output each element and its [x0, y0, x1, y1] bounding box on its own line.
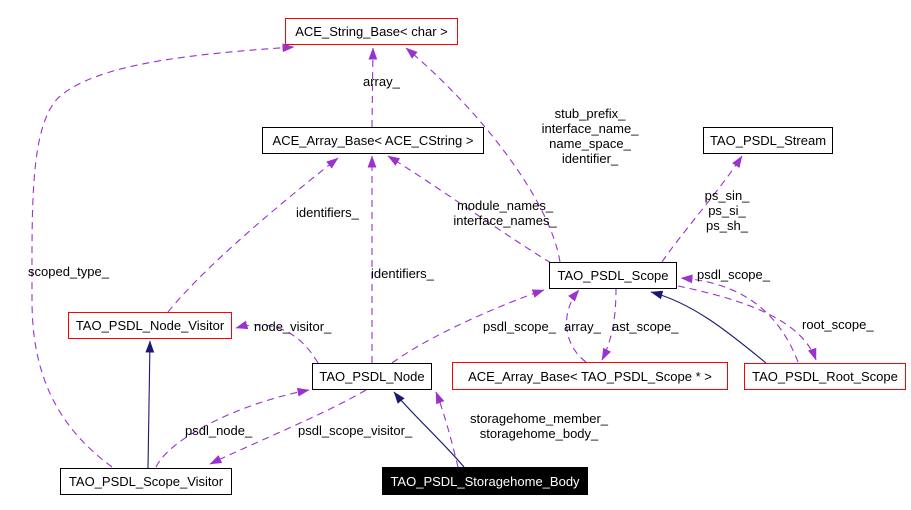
edge-ps-stream [661, 155, 743, 263]
edge-inherit-storagehome [393, 391, 465, 468]
edge-label-psdl-scope-right: psdl_scope_ [697, 267, 770, 282]
edge-scoped-type [31, 43, 295, 468]
edge-psdl-scope-visitor [209, 389, 367, 465]
edge-label-module-group: module_names_ interface_names_ [453, 198, 557, 228]
edge-inherit-root-scope [650, 290, 767, 364]
edge-ast-scope [601, 287, 617, 361]
edge-module-names [387, 155, 552, 264]
edge-array-to-string [368, 47, 378, 128]
edge-label-psdl-scope-visitor: psdl_scope_visitor_ [298, 423, 413, 438]
edge-label-identifiers-upper: identifiers_ [296, 205, 359, 220]
edge-label-psdl-node: psdl_node_ [185, 423, 253, 438]
class-node-tao-psdl-node-visitor[interactable]: TAO_PSDL_Node_Visitor [68, 312, 232, 339]
edge-label-psdl-scope-mid: psdl_scope_ [483, 319, 556, 334]
edge-label-scoped-type: scoped_type_ [28, 264, 109, 279]
edge-label-ast-scope: ast_scope_ [612, 319, 679, 334]
edge-psdl-node [155, 387, 310, 468]
edge-label-stub-group: stub_prefix_ interface_name_ name_space_… [541, 106, 639, 166]
edge-stub-prefix [405, 47, 561, 263]
edge-label-node-visitor: node_visitor_ [254, 319, 332, 334]
edge-label-root-scope: root_scope_ [802, 317, 874, 332]
edge-psdl-scope-node [391, 289, 545, 364]
class-node-tao-psdl-stream[interactable]: TAO_PSDL_Stream [703, 127, 833, 154]
edge-psdl-scope-right [680, 274, 799, 363]
class-node-ace-array-base-cstring[interactable]: ACE_Array_Base< ACE_CString > [262, 127, 484, 154]
edge-label-storagehome-group: storagehome_member_ storagehome_body_ [469, 411, 609, 441]
edge-storagehome [435, 391, 459, 468]
class-node-ace-string-base[interactable]: ACE_String_Base< char > [285, 18, 458, 45]
class-node-tao-psdl-scope[interactable]: TAO_PSDL_Scope [549, 262, 677, 289]
class-node-tao-psdl-root-scope[interactable]: TAO_PSDL_Root_Scope [744, 363, 906, 390]
class-node-ace-array-base-scope[interactable]: ACE_Array_Base< TAO_PSDL_Scope * > [452, 362, 728, 390]
class-node-tao-psdl-scope-visitor[interactable]: TAO_PSDL_Scope_Visitor [60, 468, 232, 495]
class-node-tao-psdl-storagehome-body[interactable]: TAO_PSDL_Storagehome_Body [382, 467, 588, 495]
edge-root-scope [677, 285, 817, 361]
edge-node-visitor [235, 320, 319, 364]
edge-inherit-scope-visitor [145, 340, 155, 469]
edge-label-ps-group: ps_sin_ ps_si_ ps_sh_ [704, 188, 750, 233]
edge-identifiers-visitor [167, 157, 339, 313]
edge-array-scope-loop [566, 289, 587, 363]
edge-label-identifiers-lower: identifiers_ [371, 266, 434, 281]
edge-label-array-mid: array_ [564, 319, 601, 334]
edge-label-array-top: array_ [363, 74, 400, 89]
class-node-tao-psdl-node[interactable]: TAO_PSDL_Node [312, 363, 432, 390]
